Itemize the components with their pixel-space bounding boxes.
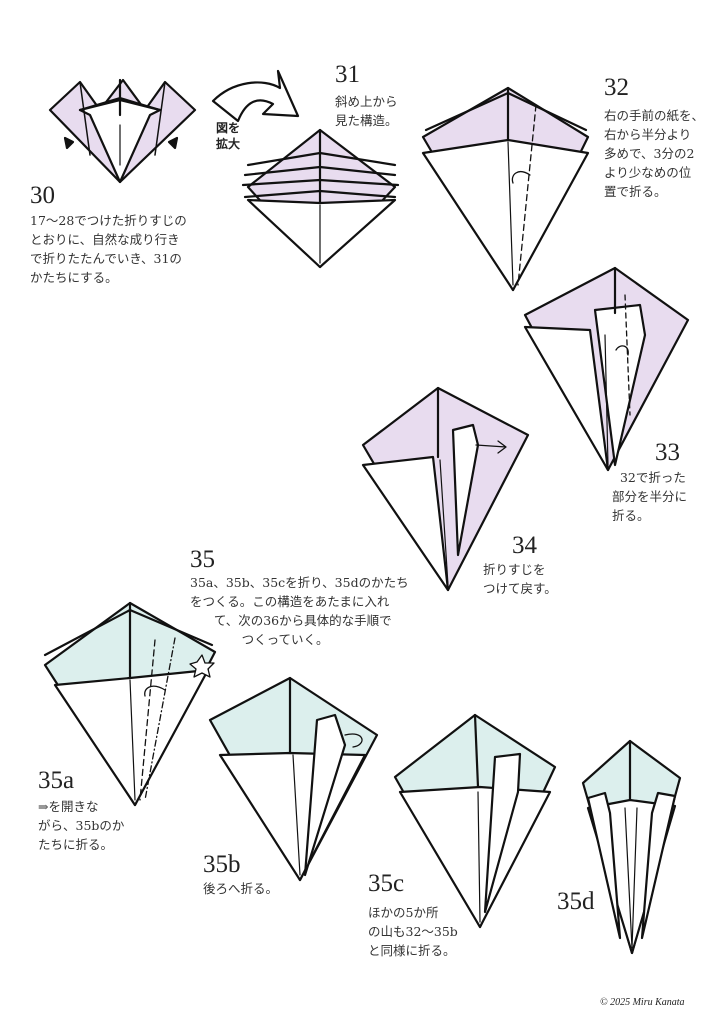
fold-arrow-icon [144, 685, 166, 697]
arrow-head-icon [167, 136, 179, 150]
step-35b-number: 35b [203, 851, 241, 878]
fold-arrow-icon [615, 345, 629, 356]
step-33-text: 32で折った 部分を半分に 折る。 [612, 470, 688, 523]
step-33-diagram [520, 265, 692, 475]
step-30-number: 30 [30, 182, 55, 209]
step-35a-number: 35a [38, 767, 75, 794]
step-35c-diagram [390, 712, 558, 932]
step-34-diagram [358, 385, 533, 595]
step-34-text: 折りすじを つけて戻す。 [483, 562, 557, 596]
step-35a-diagram [40, 600, 220, 810]
step-35d-number: 35d [557, 888, 595, 915]
open-star-icon [189, 654, 215, 678]
step-30-text: 17〜28でつけた折りすじの とおりに、自然な成り行き で折りたたんでいき、31… [30, 213, 187, 285]
step-31-number: 31 [335, 61, 360, 88]
step-32-number: 32 [604, 74, 629, 101]
step-35-text: 35a、35b、35cを折り、35dのかたち をつくる。この構造をあたまに入れ … [190, 575, 409, 647]
step-35-number: 35 [190, 546, 215, 573]
step-31-diagram [240, 125, 400, 270]
step-35c-text: ほかの5か所 の山も32〜35b と同様に折る。 [368, 905, 458, 958]
zoom-arrow-icon [208, 66, 303, 131]
zoom-label: 図を 拡大 [216, 121, 241, 151]
step-33-number: 33 [655, 439, 680, 466]
fold-arrow-icon [511, 171, 531, 184]
copyright: © 2025 Miru Kanata [600, 997, 685, 1008]
step-34-number: 34 [512, 532, 537, 559]
step-35b-diagram [205, 675, 385, 885]
fold-back-arrow-icon [344, 733, 363, 748]
step-31-text: 斜め上から 見た構造。 [335, 94, 398, 128]
step-35c-number: 35c [368, 870, 405, 897]
arrow-right-icon [475, 440, 507, 454]
step-35b-text: 後ろへ折る。 [203, 881, 279, 896]
step-32-diagram [418, 85, 593, 295]
step-35a-text: ⇒を開きな がら、35bのか たちに折る。 [38, 799, 125, 852]
step-32-text: 右の手前の紙を、 右から半分より 多めで、3分の2 より少なめの位 置で折る。 [604, 108, 705, 199]
arrow-head-icon [63, 136, 75, 150]
step-35d-diagram [580, 738, 685, 958]
step-30-diagram [45, 70, 200, 190]
